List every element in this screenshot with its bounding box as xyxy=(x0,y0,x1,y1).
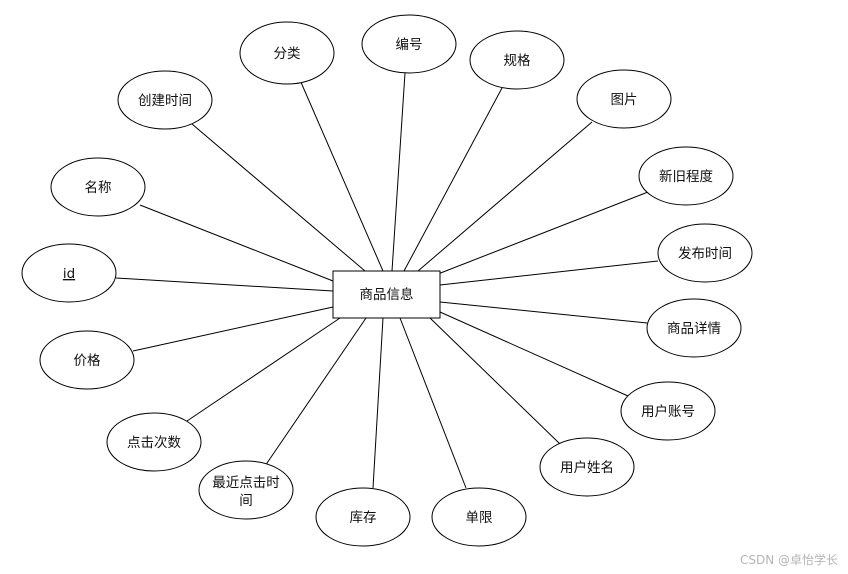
attribute-kucun: 库存 xyxy=(315,487,411,547)
connector-line-dianji xyxy=(186,317,341,422)
attribute-ellipse-guige xyxy=(469,30,565,90)
attribute-ellipse-mingcheng xyxy=(50,157,146,217)
attribute-ellipse-dianji xyxy=(106,412,202,472)
attribute-ellipse-tupian xyxy=(576,69,672,129)
attribute-zhanghao: 用户账号 xyxy=(620,381,716,441)
attribute-ellipse-xiangqing xyxy=(646,298,742,358)
attribute-ellipse-xinjiu xyxy=(638,146,734,206)
connector-line-fabu xyxy=(439,260,659,286)
attribute-label-xiangqing: 商品详情 xyxy=(667,321,721,337)
attribute-label-tupian: 图片 xyxy=(611,92,638,108)
entity-label: 商品信息 xyxy=(360,286,414,303)
connector-line-mingcheng xyxy=(139,204,334,282)
attribute-label-jiage: 价格 xyxy=(74,353,101,369)
attribute-ellipse-danxian xyxy=(431,487,527,547)
attribute-ellipse-zuijin xyxy=(198,460,294,520)
connector-line-zhanghao xyxy=(439,311,629,397)
attribute-label-chuangjian: 创建时间 xyxy=(138,93,192,109)
watermark-text: CSDN @卓怡学长 xyxy=(739,553,838,567)
attribute-label-bianhao: 编号 xyxy=(396,37,423,53)
attribute-label-line-0: 最近点击时 xyxy=(212,475,280,491)
attribute-tupian: 图片 xyxy=(576,69,672,129)
attribute-label-fabu: 发布时间 xyxy=(678,246,732,262)
attribute-xinjiu: 新旧程度 xyxy=(638,146,734,206)
attribute-label-mingcheng: 名称 xyxy=(85,180,112,196)
connector-line-kucun xyxy=(372,317,384,489)
attribute-label-danxian: 单限 xyxy=(466,510,493,526)
attribute-label-xingming: 用户姓名 xyxy=(560,459,614,476)
attribute-label-xinjiu: 新旧程度 xyxy=(659,169,713,185)
connector-line-jiage xyxy=(132,306,334,352)
attribute-ellipse-jiage xyxy=(39,330,135,390)
attribute-ellipse-chuangjian xyxy=(117,70,213,130)
attribute-fabu: 发布时间 xyxy=(657,223,753,283)
connector-lines xyxy=(115,72,659,489)
attribute-ellipse-xingming xyxy=(539,437,635,497)
attribute-ellipse-zhanghao xyxy=(620,381,716,441)
attribute-label-guige: 规格 xyxy=(504,53,532,69)
entity-box: 商品信息 xyxy=(332,270,441,319)
attribute-label-id: id xyxy=(63,266,75,282)
connector-line-xiangqing xyxy=(439,301,648,324)
attribute-label-zhanghao: 用户账号 xyxy=(641,403,695,420)
attribute-dianji: 点击次数 xyxy=(106,412,202,472)
attribute-xingming: 用户姓名 xyxy=(539,437,635,497)
attribute-zuijin: 最近点击时间 xyxy=(198,460,294,520)
attribute-label-fenlei: 分类 xyxy=(274,46,301,62)
attribute-id: id xyxy=(21,243,117,303)
attribute-jiage: 价格 xyxy=(39,330,135,390)
connector-line-bianhao xyxy=(391,72,406,272)
connector-line-tupian xyxy=(417,121,593,272)
connector-line-xinjiu xyxy=(437,191,649,275)
connector-line-guige xyxy=(403,87,503,272)
connector-line-danxian xyxy=(399,317,467,489)
attribute-danxian: 单限 xyxy=(431,487,527,547)
connector-line-zuijin xyxy=(264,317,367,467)
connector-line-fenlei xyxy=(299,79,384,272)
attribute-label-dianji: 点击次数 xyxy=(127,435,181,451)
connector-line-chuangjian xyxy=(191,123,366,272)
attribute-label-line-1: 间 xyxy=(239,493,253,509)
attribute-ellipse-id xyxy=(21,243,117,303)
connector-line-xingming xyxy=(429,317,561,445)
connector-line-id xyxy=(115,277,334,292)
attribute-guige: 规格 xyxy=(469,30,565,90)
attribute-label-kucun: 库存 xyxy=(350,510,377,526)
attribute-ellipse-fabu xyxy=(657,223,753,283)
attribute-ellipse-kucun xyxy=(315,487,411,547)
attribute-ellipse-bianhao xyxy=(361,14,457,74)
attribute-mingcheng: 名称 xyxy=(50,157,146,217)
attribute-ellipse-fenlei xyxy=(239,21,335,85)
attribute-fenlei: 分类 xyxy=(239,21,335,85)
attribute-xiangqing: 商品详情 xyxy=(646,298,742,358)
attribute-label-zuijin: 最近点击时间 xyxy=(212,475,280,509)
attribute-chuangjian: 创建时间 xyxy=(117,70,213,130)
attribute-bianhao: 编号 xyxy=(361,14,457,74)
